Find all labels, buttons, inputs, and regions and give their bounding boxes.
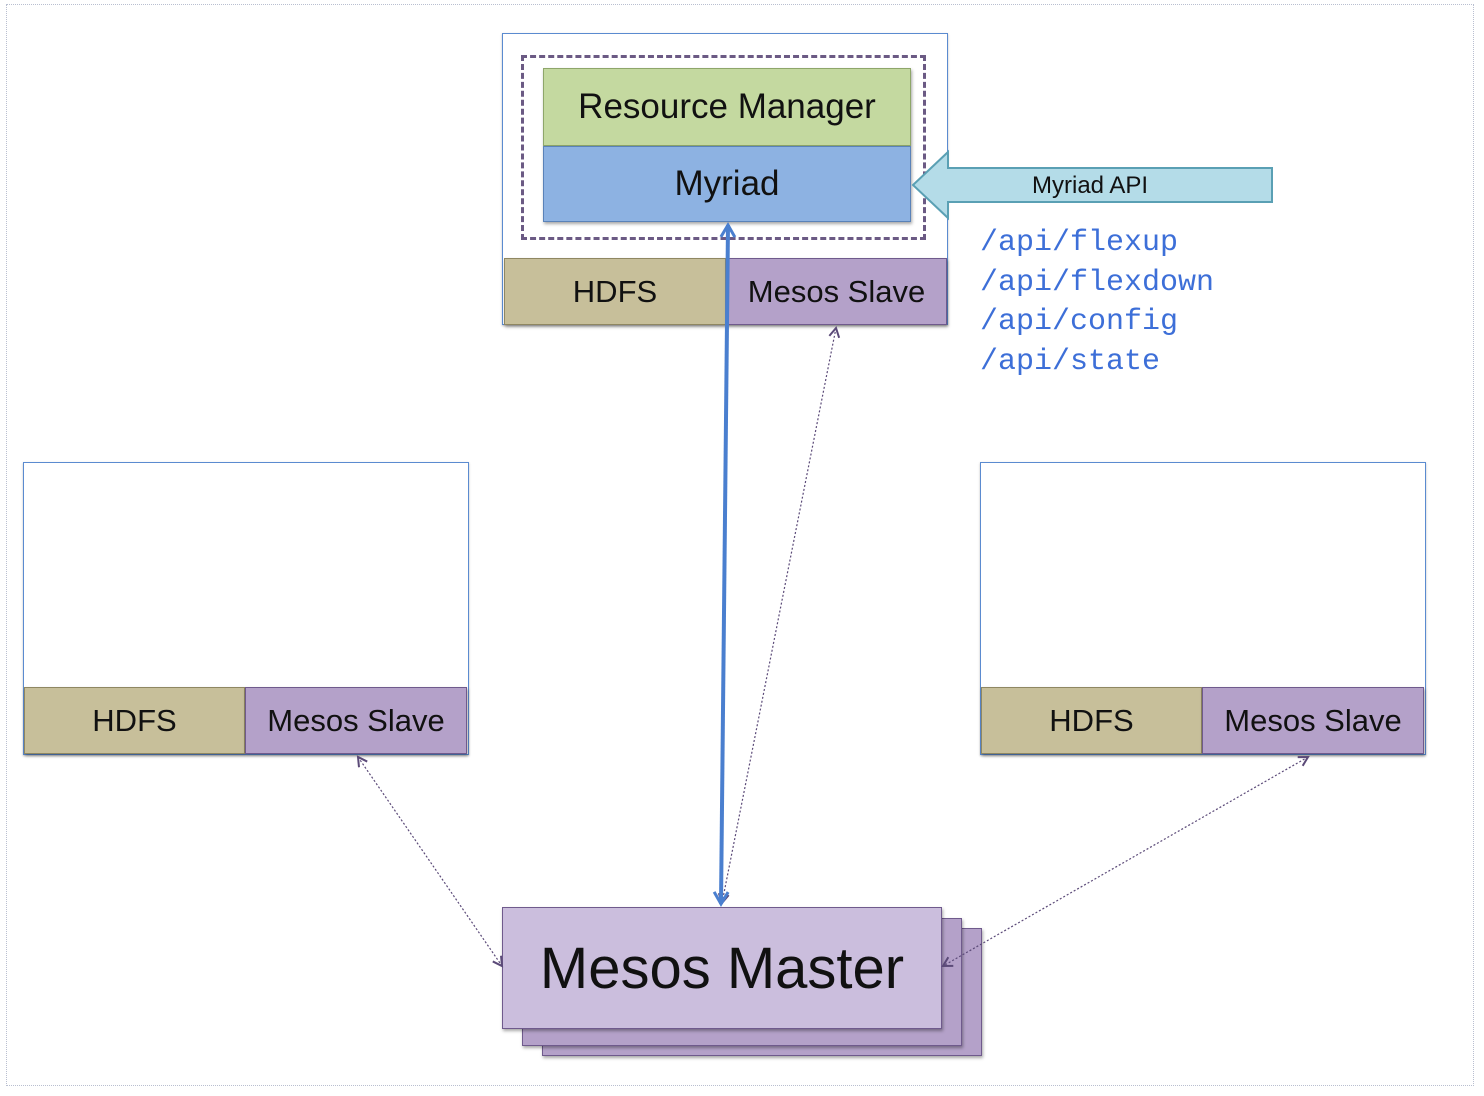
resource-manager-label: Resource Manager bbox=[578, 87, 876, 126]
slide-frame bbox=[6, 4, 1474, 1086]
top-hdfs-label: HDFS bbox=[572, 273, 658, 309]
api-endpoint: /api/flexup bbox=[980, 226, 1179, 260]
top-slave-to-master-connector bbox=[722, 328, 836, 903]
left-hdfs-label: HDFS bbox=[92, 702, 177, 738]
api-endpoint: /api/config bbox=[980, 305, 1179, 339]
right-mesos-slave-label: Mesos Slave bbox=[1224, 702, 1402, 738]
api-endpoint-list: /api/flexup /api/flexdown /api/config /a… bbox=[980, 224, 1214, 382]
left-mesos-slave-label: Mesos Slave bbox=[267, 702, 445, 738]
left-mesos-slave-block: Mesos Slave bbox=[245, 687, 467, 754]
mesos-master-label: Mesos Master bbox=[539, 935, 905, 1001]
api-endpoint: /api/flexdown bbox=[980, 265, 1215, 300]
right-hdfs-label: HDFS bbox=[1049, 702, 1134, 738]
top-mesos-slave-block: Mesos Slave bbox=[726, 258, 947, 325]
resource-manager-block: Resource Manager bbox=[543, 68, 911, 146]
right-hdfs-block: HDFS bbox=[981, 687, 1202, 754]
mesos-master-block: Mesos Master bbox=[502, 907, 942, 1029]
right-slave-to-master-connector bbox=[943, 757, 1308, 966]
myriad-label: Myriad bbox=[674, 164, 780, 203]
myriad-api-arrow bbox=[911, 149, 1273, 221]
top-mesos-slave-label: Mesos Slave bbox=[747, 273, 926, 309]
myriad-block: Myriad bbox=[543, 146, 911, 222]
left-slave-to-master-connector bbox=[358, 757, 502, 966]
myriad-api-label: Myriad API bbox=[1032, 172, 1149, 199]
right-mesos-slave-block: Mesos Slave bbox=[1202, 687, 1424, 754]
api-endpoint: /api/state bbox=[980, 344, 1161, 379]
myriad-to-master-connector bbox=[712, 222, 737, 907]
top-hdfs-block: HDFS bbox=[504, 258, 726, 325]
left-hdfs-block: HDFS bbox=[24, 687, 245, 754]
